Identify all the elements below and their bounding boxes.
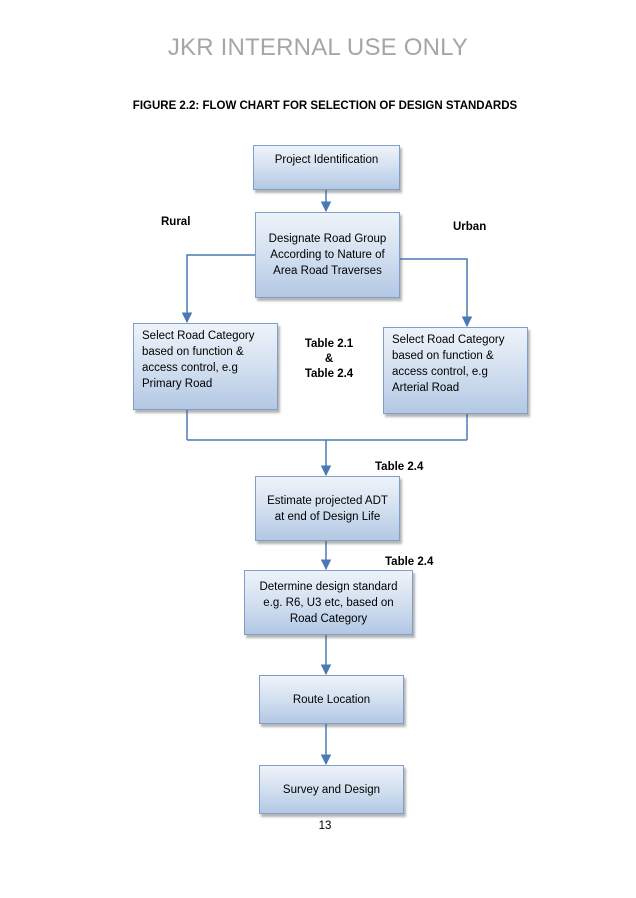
- figure-title: FIGURE 2.2: FLOW CHART FOR SELECTION OF …: [132, 100, 518, 112]
- table-ref-standard: Table 2.4: [385, 556, 434, 568]
- rural-label: Rural: [161, 216, 191, 228]
- survey-design-box: Survey and Design: [259, 765, 404, 814]
- designate-road-group-box: Designate Road Group According to Nature…: [255, 212, 400, 298]
- route-location-box: Route Location: [259, 675, 404, 724]
- estimate-adt-box: Estimate projected ADT at end of Design …: [255, 476, 400, 541]
- arrow-group-to-urban: [399, 258, 473, 328]
- urban-road-category-box: Select Road Category based on function &…: [383, 327, 528, 414]
- design-standard-box: Determine design standard e.g. R6, U3 et…: [244, 570, 413, 635]
- project-identification-box: Project Identification: [253, 145, 400, 190]
- table-ref-adt: Table 2.4: [375, 461, 424, 473]
- rural-road-category-box: Select Road Category based on function &…: [133, 323, 278, 410]
- urban-label: Urban: [453, 221, 487, 233]
- table-ref-category: Table 2.1 & Table 2.4: [304, 338, 354, 380]
- page-number: 13: [318, 820, 332, 832]
- internal-use-header: JKR INTERNAL USE ONLY: [167, 34, 469, 61]
- arrow-group-to-rural: [181, 254, 255, 324]
